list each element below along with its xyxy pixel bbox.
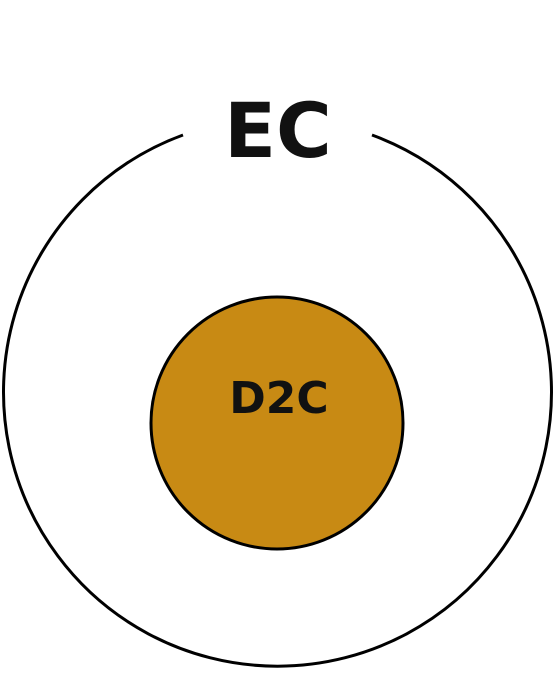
inner-circle-d2c: [149, 295, 405, 551]
outer-circle-ec: [2, 133, 553, 668]
inner-circle-label: D2C: [229, 373, 328, 424]
outer-circle-label: EC: [224, 86, 332, 175]
